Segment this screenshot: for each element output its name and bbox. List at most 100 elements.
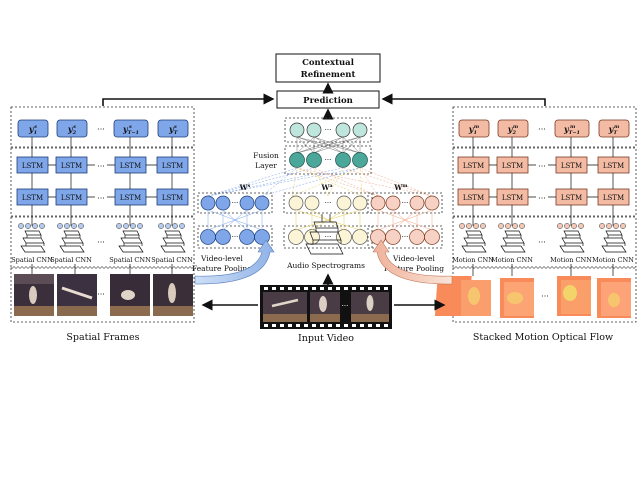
- motion-lstm-label: LSTM: [463, 194, 484, 202]
- spatial-lstm-label: LSTM: [120, 194, 141, 202]
- contextual-refinement-line2: Refinement: [301, 70, 356, 80]
- contextual-refinement-line1: Contextual: [302, 58, 355, 68]
- fusion-connections: [207, 167, 433, 197]
- spatial-lstm-label: LSTM: [22, 194, 43, 202]
- motion-lstm-ellipsis: ···: [538, 162, 546, 171]
- motion-outputs: y1m y2m yT−1m yTm ···: [458, 119, 630, 138]
- motion-output-t: yTm: [608, 124, 620, 136]
- prediction-label: Prediction: [303, 96, 353, 106]
- spatial-cnn-stacks: ··· Spatial CNN Spatial CNN Spatial CNN …: [11, 223, 193, 264]
- spatial-cnn-label: Spatial CNN: [151, 256, 193, 264]
- spatial-frame-image: [153, 274, 193, 316]
- motion-cnn-label: Motion CNN: [592, 256, 634, 264]
- motion-output-ellipsis: ···: [538, 125, 546, 134]
- fusion-top-ellipsis: ···: [325, 126, 332, 134]
- spatial-lstm-label: LSTM: [61, 162, 82, 170]
- motion-lstm-label: LSTM: [463, 162, 484, 170]
- spatial-lstm-label: LSTM: [162, 162, 183, 170]
- motion-feature-ellipsis: ···: [402, 233, 409, 241]
- motion-lstm-label: LSTM: [502, 162, 523, 170]
- motion-cnn-stacks: ··· Motion CNN Motion CNN Motion CNN Mot…: [452, 223, 634, 264]
- spatial-frame-image: [110, 274, 150, 316]
- spatial-cnn-ellipsis: ···: [97, 238, 105, 247]
- motion-stream: y1m y2m yT−1m yTm ··· LSTM LSTM LSTM LST…: [434, 106, 637, 343]
- motion-output-1: y1m: [468, 124, 479, 136]
- input-video-label: Input Video: [298, 333, 354, 344]
- motion-cnn-ellipsis: ···: [538, 238, 546, 247]
- flow-frame-image: [500, 278, 534, 318]
- spatial-frames-ellipsis: ···: [97, 290, 105, 299]
- motion-lstm-label: LSTM: [502, 194, 523, 202]
- audio-cnn: [305, 214, 344, 255]
- motion-feature-ellipsis: ···: [402, 199, 409, 207]
- motion-output-t-minus-1: yT−1m: [563, 124, 580, 136]
- motion-pooling-line1: Video-level: [392, 254, 435, 263]
- motion-lstm-grid: LSTM LSTM LSTM LSTM LSTM LSTM LSTM LSTM …: [457, 137, 630, 226]
- motion-feature-nodes: ··· ···: [367, 192, 443, 249]
- fusion-network: ··· ··· Fusion Layer: [253, 117, 372, 175]
- motion-cnn-label: Motion CNN: [491, 256, 533, 264]
- audio-feature-ellipsis: ···: [325, 199, 332, 207]
- motion-pooling-arrow: [372, 239, 453, 285]
- weight-spatial: Ws: [239, 183, 251, 192]
- spatial-output-t-minus-1: yT−1s: [122, 124, 139, 136]
- spatial-output-1: y1s: [28, 124, 37, 136]
- motion-output-2: y2m: [507, 124, 518, 136]
- spatial-cnn-label: Spatial CNN: [109, 256, 151, 264]
- motion-cnn-label: Motion CNN: [550, 256, 592, 264]
- motion-pooling-line2: Feature Pooling: [384, 264, 444, 273]
- motion-to-prediction-arrow: [381, 93, 546, 106]
- spatial-cnn-label: Spatial CNN: [50, 256, 92, 264]
- spatial-frames-label: Spatial Frames: [66, 332, 139, 343]
- spatial-lstm-label: LSTM: [162, 194, 183, 202]
- flow-frame-image: [597, 278, 631, 318]
- fusion-layer-line1: Fusion: [253, 151, 279, 160]
- motion-lstm-label: LSTM: [561, 162, 582, 170]
- fusion-bottom-nodes: ···: [289, 152, 368, 168]
- spatial-lstm-label: LSTM: [61, 194, 82, 202]
- optical-flow-frames: ···: [434, 264, 631, 318]
- spatial-lstm-label: LSTM: [22, 162, 43, 170]
- fusion-bottom-ellipsis: ···: [325, 156, 332, 164]
- spatial-outputs: y1s y2s yT−1s yTs ···: [17, 119, 189, 138]
- flow-frame-image: [557, 276, 591, 316]
- flow-frames-ellipsis: ···: [541, 292, 549, 301]
- audio-feature-nodes: ··· ···: [283, 192, 373, 249]
- motion-lstm-label: LSTM: [603, 162, 624, 170]
- spatial-frame-image: [57, 274, 97, 316]
- input-video-filmstrip: ···: [260, 285, 392, 329]
- weight-motion: Wm: [393, 183, 408, 192]
- motion-lstm-label: LSTM: [561, 194, 582, 202]
- spatial-feature-ellipsis: ···: [232, 233, 239, 241]
- weight-audio: Wa: [320, 183, 333, 192]
- spatial-lstm-ellipsis: ···: [97, 162, 105, 171]
- spatial-cnn-label: Spatial CNN: [11, 256, 53, 264]
- fusion-top-nodes: ···: [289, 122, 368, 138]
- spatial-lstm-label: LSTM: [120, 162, 141, 170]
- spatial-pooling-line2: Feature Pooling: [192, 264, 252, 273]
- motion-lstm-label: LSTM: [603, 194, 624, 202]
- spatial-frame-image: [14, 274, 54, 316]
- fusion-layer-line2: Layer: [255, 161, 277, 170]
- contextual-refinement-box: Contextual Refinement: [275, 53, 381, 83]
- video-ellipsis: ···: [342, 302, 349, 310]
- spatial-feature-nodes: ··· ···: [197, 192, 273, 249]
- audio-feature-ellipsis: ···: [325, 233, 332, 241]
- prediction-box: Prediction: [276, 90, 380, 109]
- spatial-lstm-grid: LSTM LSTM LSTM LSTM LSTM LSTM LSTM LSTM …: [16, 137, 189, 226]
- spatial-output-t: yTs: [168, 124, 179, 136]
- spatial-lstm-ellipsis: ···: [97, 194, 105, 203]
- spatial-pooling-arrow: [194, 239, 275, 285]
- spatial-feature-ellipsis: ···: [232, 199, 239, 207]
- spatial-output-ellipsis: ···: [97, 125, 105, 134]
- audio-spectrograms-label: Audio Spectrograms: [286, 261, 365, 270]
- spatial-to-prediction-arrow: [102, 93, 275, 106]
- spatial-pooling-line1: Video-level: [200, 254, 243, 263]
- motion-lstm-ellipsis: ···: [538, 194, 546, 203]
- spatial-frames: ···: [14, 264, 193, 316]
- spatial-output-2: y2s: [67, 124, 77, 136]
- motion-cnn-label: Motion CNN: [452, 256, 494, 264]
- motion-flow-label: Stacked Motion Optical Flow: [473, 332, 613, 343]
- spatial-stream: y1s y2s yT−1s yTs ··· LSTM LSTM LSTM LST…: [10, 106, 195, 343]
